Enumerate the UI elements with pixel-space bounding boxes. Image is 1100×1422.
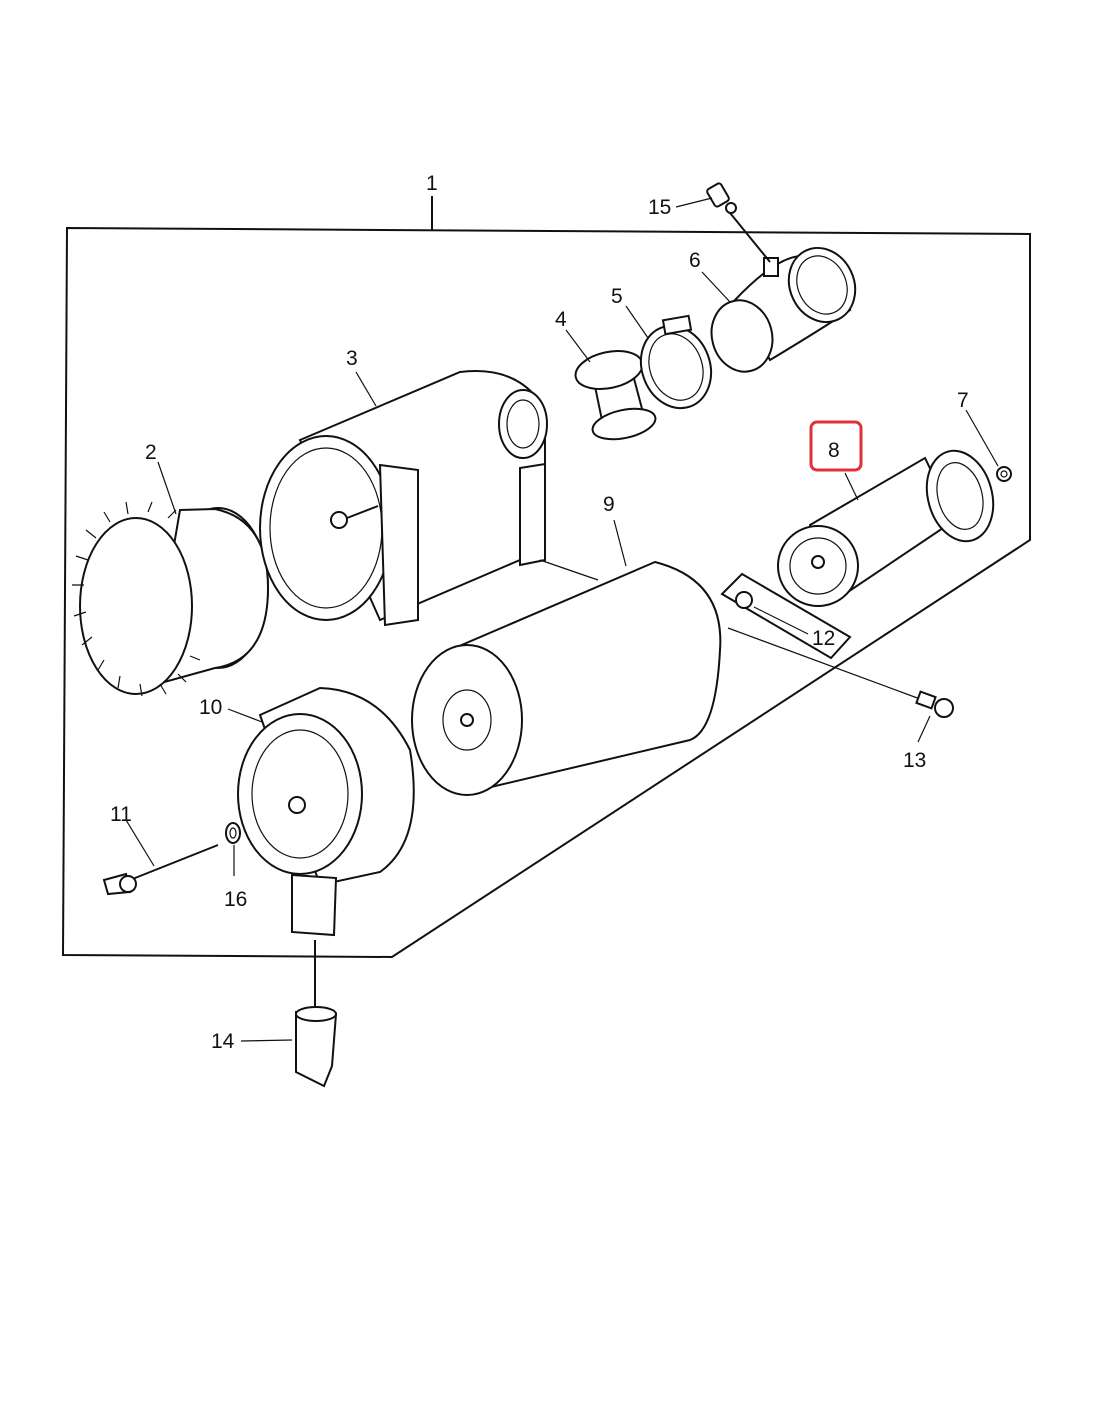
part-3-housing[interactable] [259,370,548,627]
callout-2: 2 [145,441,157,464]
part-16-washer[interactable] [225,822,241,844]
part-13-bolt[interactable] [727,627,954,718]
part-7-nut[interactable] [996,466,1012,482]
part-11-wing-bolt[interactable] [102,844,219,896]
callout-8[interactable]: 8 [828,439,840,462]
part-4-sleeve[interactable] [572,345,658,444]
callout-16: 16 [224,888,247,911]
callout-9: 9 [603,493,615,516]
part-14-dust-valve[interactable] [295,940,338,1088]
leader-lines [125,197,999,1042]
callout-8-highlight [809,420,863,472]
part-15-sensor[interactable] [706,182,771,263]
callout-12: 12 [812,627,835,650]
callout-10: 10 [199,696,222,719]
callout-1: 1 [426,172,438,195]
part-12-kit[interactable] [720,572,852,660]
part-9-main-filter[interactable] [411,559,722,796]
callout-13: 13 [903,749,926,772]
callout-3: 3 [346,347,358,370]
part-6-elbow-hose[interactable] [704,237,867,379]
part-10-end-cover[interactable] [237,686,415,937]
callout-15: 15 [648,196,671,219]
part-5-hose-clamp[interactable] [630,314,723,418]
part-8-safety-element[interactable] [777,443,1003,607]
assembly-frame [61,196,1031,959]
callout-14: 14 [211,1030,235,1053]
callout-11: 11 [110,803,132,826]
part-2-precleaner-vanes[interactable] [72,501,270,697]
callout-6: 6 [689,249,701,272]
callout-4: 4 [555,308,567,331]
callout-5: 5 [611,285,623,308]
callout-7: 7 [957,389,969,412]
